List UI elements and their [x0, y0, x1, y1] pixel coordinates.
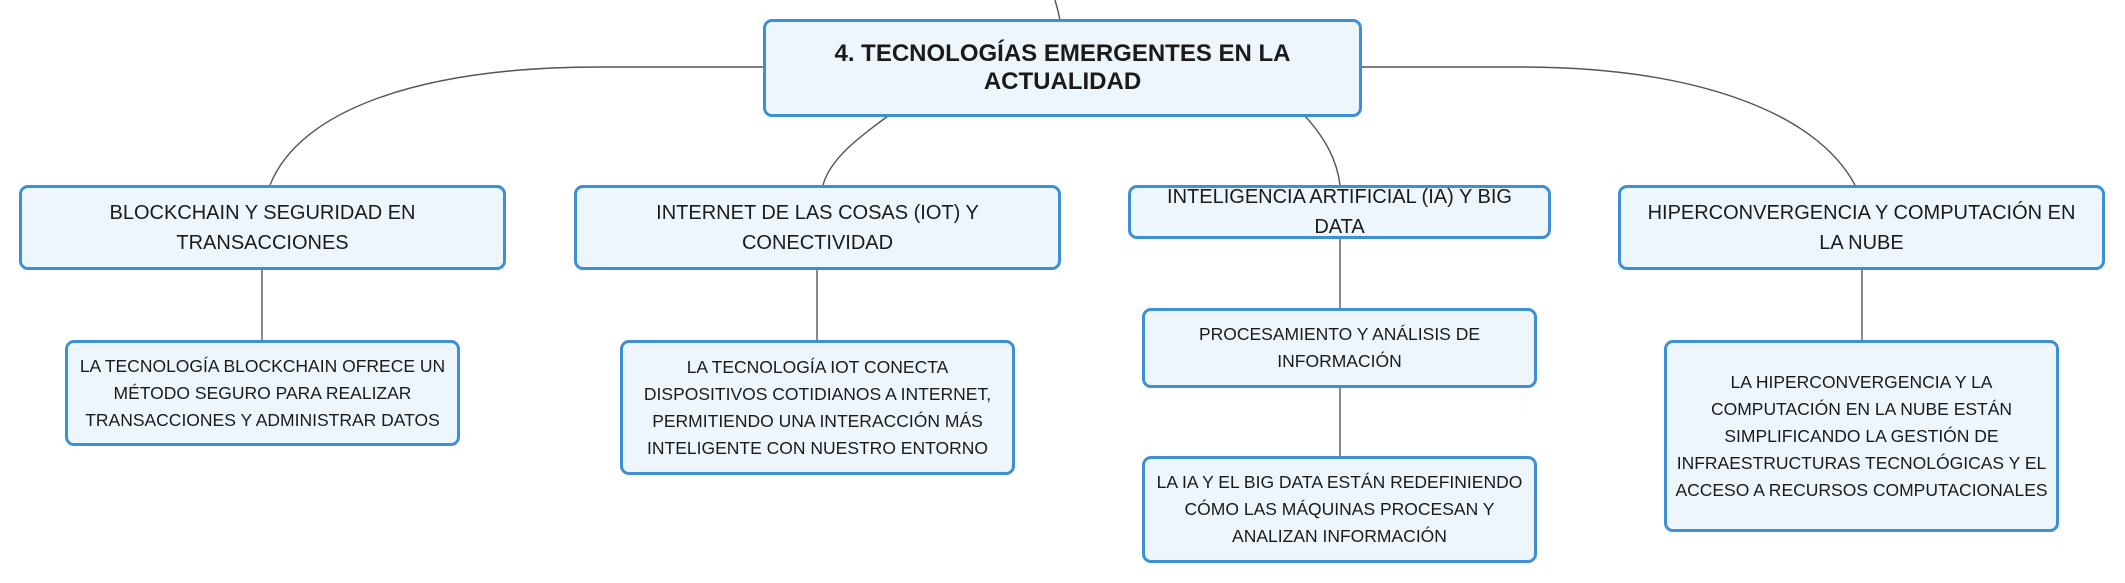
topic-hiperconvergencia-label: HIPERCONVERGENCIA Y COMPUTACIÓN EN LA NU…	[1647, 201, 2076, 254]
detail-blockchain[interactable]: LA TECNOLOGÍA BLOCKCHAIN OFRECE UN MÉTOD…	[65, 340, 460, 446]
connector-root-blockchain	[269, 66, 763, 186]
topic-iot[interactable]: INTERNET DE LAS COSAS (IOT) Y CONECTIVID…	[574, 185, 1061, 270]
subtopic-processing-label: PROCESAMIENTO Y ANÁLISIS DE INFORMACIÓN	[1198, 324, 1481, 371]
detail-hiperconvergencia[interactable]: LA HIPERCONVERGENCIA Y LA COMPUTACIÓN EN…	[1664, 340, 2059, 532]
topic-ia-big-data[interactable]: INTELIGENCIA ARTIFICIAL (IA) Y BIG DATA	[1128, 185, 1551, 239]
topic-blockchain-label: BLOCKCHAIN Y SEGURIDAD EN TRANSACCIONES	[109, 201, 416, 254]
topic-ia-big-data-label: INTELIGENCIA ARTIFICIAL (IA) Y BIG DATA	[1167, 186, 1512, 238]
detail-iot[interactable]: LA TECNOLOGÍA IOT CONECTA DISPOSITIVOS C…	[620, 340, 1015, 475]
topic-blockchain[interactable]: BLOCKCHAIN Y SEGURIDAD EN TRANSACCIONES	[19, 185, 506, 270]
connector-root-ia	[1304, 115, 1341, 186]
detail-iot-label: LA TECNOLOGÍA IOT CONECTA DISPOSITIVOS C…	[643, 356, 992, 458]
detail-ia-big-data-label: LA IA Y EL BIG DATA ESTÁN REDEFINIENDO C…	[1156, 472, 1523, 546]
detail-hiperconvergencia-label: LA HIPERCONVERGENCIA Y LA COMPUTACIÓN EN…	[1675, 371, 2048, 500]
detail-ia-big-data[interactable]: LA IA Y EL BIG DATA ESTÁN REDEFINIENDO C…	[1142, 456, 1537, 563]
root-topic-node[interactable]: 4. TECNOLOGÍAS EMERGENTES EN LA ACTUALID…	[763, 19, 1362, 117]
connector-parent	[1054, 0, 1061, 21]
root-topic-label: 4. TECNOLOGÍAS EMERGENTES EN LA ACTUALID…	[834, 40, 1291, 95]
subtopic-processing[interactable]: PROCESAMIENTO Y ANÁLISIS DE INFORMACIÓN	[1142, 308, 1537, 388]
topic-iot-label: INTERNET DE LAS COSAS (IOT) Y CONECTIVID…	[656, 201, 979, 254]
connector-root-hiper	[1361, 66, 1856, 186]
connector-root-iot	[822, 115, 889, 186]
topic-hiperconvergencia[interactable]: HIPERCONVERGENCIA Y COMPUTACIÓN EN LA NU…	[1618, 185, 2105, 270]
detail-blockchain-label: LA TECNOLOGÍA BLOCKCHAIN OFRECE UN MÉTOD…	[79, 355, 446, 430]
